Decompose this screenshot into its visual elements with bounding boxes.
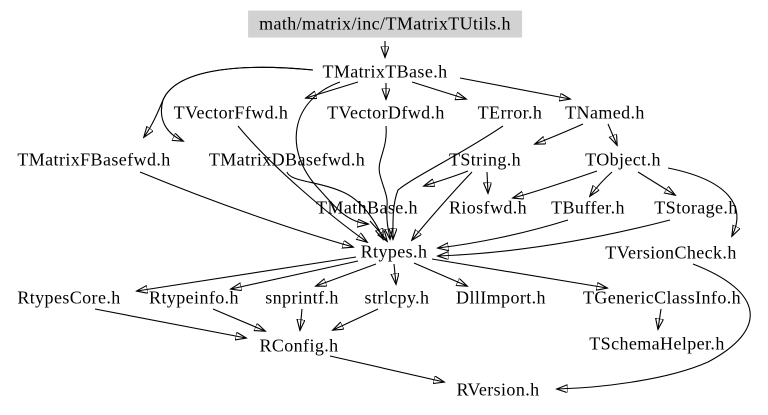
edge-tnamed-to-tobject xyxy=(607,123,617,145)
edge-rtypes-to-rtypescore xyxy=(137,256,357,291)
node-tbuffer-h[interactable]: TBuffer.h xyxy=(551,197,625,218)
edge-rtypes-to-tgenericclassinfo xyxy=(431,258,607,288)
edge-tmatrixfbasefwd-to-rtypes xyxy=(139,171,353,247)
node-rtypeinfo-h[interactable]: Rtypeinfo.h xyxy=(149,287,239,308)
edge-rtypescore-to-rconfig xyxy=(94,308,246,338)
edge-tobject-to-tstorage xyxy=(637,171,675,195)
edge-tversioncheck-to-rversion xyxy=(557,263,751,389)
edge-snprintf-to-rconfig xyxy=(300,308,302,330)
node-tmatrixdbasefwd-h[interactable]: TMatrixDBasefwd.h xyxy=(208,149,366,170)
edge-tmatrixtbase-to-tnamed xyxy=(459,77,570,99)
edge-tmatrixtbase-to-tvectorffwd xyxy=(306,81,359,98)
node-tversioncheck-h[interactable]: TVersionCheck.h xyxy=(605,242,737,263)
edge-rtypes-to-strlcpy xyxy=(394,263,396,284)
edge-tstring-to-tmathbase xyxy=(424,170,469,186)
edge-tobject-to-tbuffer xyxy=(590,171,613,196)
node-tschemahelper-h[interactable]: TSchemaHelper.h xyxy=(589,333,725,354)
node-snprintf-h[interactable]: snprintf.h xyxy=(265,287,339,308)
node-tobject-h[interactable]: TObject.h xyxy=(585,149,661,170)
node-tnamed-h[interactable]: TNamed.h xyxy=(565,102,645,123)
edge-tmatrixtbase-to-terror xyxy=(411,81,466,99)
node-dllimport-h[interactable]: DllImport.h xyxy=(456,287,546,308)
node-tstorage-h[interactable]: TStorage.h xyxy=(654,197,738,218)
edge-tobject-to-tversioncheck xyxy=(667,167,737,236)
edge-tmatrixtbase-to-tmathbase xyxy=(295,81,368,224)
edge-tbuffer-to-rtypes xyxy=(438,219,569,248)
node-tvectordfwd-h[interactable]: TVectorDfwd.h xyxy=(327,102,445,123)
node-terror-h[interactable]: TError.h xyxy=(477,102,543,123)
node-rtypes-h[interactable]: Rtypes.h xyxy=(360,241,428,262)
node-tvectorffwd-h[interactable]: TVectorFfwd.h xyxy=(173,102,289,123)
edge-tobject-to-riosfwd xyxy=(513,170,598,198)
edge-rtypeinfo-to-rconfig xyxy=(212,308,265,331)
edge-tstring-to-riosfwd xyxy=(487,171,488,193)
node-rtypescore-h[interactable]: RtypesCore.h xyxy=(17,287,121,308)
node-tmatrixfbasefwd-h[interactable]: TMatrixFBasefwd.h xyxy=(17,149,171,170)
node-tmathbase-h[interactable]: TMathBase.h xyxy=(316,197,418,218)
edge-tvectorffwd-to-rtypes xyxy=(237,125,367,242)
edge-tmatrixtbase-to-tmatrixdbasefwd xyxy=(160,66,314,141)
edge-rtypes-to-dllimport xyxy=(413,262,467,286)
node-tstring-h[interactable]: TString.h xyxy=(448,149,522,170)
node-riosfwd-h[interactable]: Riosfwd.h xyxy=(448,197,528,218)
edge-tvectordfwd-to-rtypes xyxy=(378,125,390,239)
node-rversion-h[interactable]: RVersion.h xyxy=(456,379,540,400)
edge-strlcpy-to-rconfig xyxy=(333,308,379,330)
edge-tgenericclassinfo-to-tschemahelper xyxy=(658,308,661,329)
edge-tstorage-to-rtypes xyxy=(438,219,671,256)
edge-rconfig-to-rversion xyxy=(329,355,444,382)
edge-rtypes-to-snprintf xyxy=(316,263,377,286)
node-tgenericclassinfo-h[interactable]: TGenericClassInfo.h xyxy=(582,287,742,308)
edge-tmatrixdbasefwd-to-rtypes xyxy=(286,171,383,239)
node-tmatrixtutils-root: math/matrix/inc/TMatrixTUtils.h xyxy=(248,10,522,38)
edge-tmathbase-to-rtypes xyxy=(369,220,387,241)
edge-terror-to-rtypes xyxy=(393,125,504,239)
node-rconfig-h[interactable]: RConfig.h xyxy=(259,335,339,356)
node-tmatrixtbase-h[interactable]: TMatrixTBase.h xyxy=(322,61,448,82)
edge-rtypes-to-rtypeinfo xyxy=(231,260,359,289)
edge-tnamed-to-tstring xyxy=(535,123,584,144)
node-strlcpy-h[interactable]: strlcpy.h xyxy=(364,287,430,308)
edge-tstring-to-rtypes xyxy=(412,171,473,240)
